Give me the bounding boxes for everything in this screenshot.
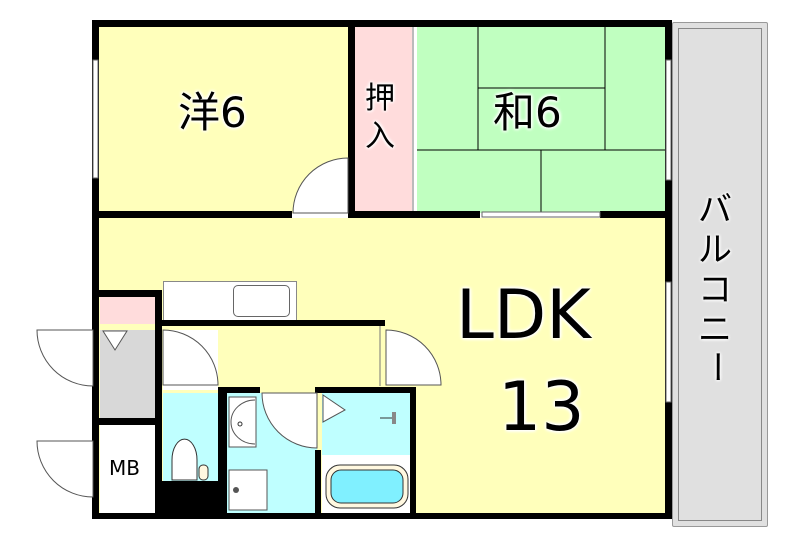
japanese-room <box>417 27 667 213</box>
meter-box-label: MB <box>109 456 140 480</box>
ldk-label: LDK <box>456 276 591 355</box>
balcony-char: ル <box>698 230 732 270</box>
balcony-label: バ ル コ ニ ー <box>695 190 735 384</box>
japanese-room-label: 和6 <box>493 88 562 137</box>
balcony-char: コ <box>698 270 732 310</box>
shoe-closet <box>100 297 156 324</box>
closet-label-line2: 入 <box>365 119 395 154</box>
balcony-inner-line <box>678 28 762 521</box>
balcony <box>672 22 768 527</box>
balcony-char: ニ <box>698 310 732 350</box>
closet <box>355 27 412 213</box>
ldk-size-label: 13 <box>498 368 585 447</box>
closet-label-line1: 押 <box>365 81 395 116</box>
pipe-space <box>160 481 222 515</box>
meter-box <box>100 425 157 513</box>
entrance <box>100 330 157 418</box>
balcony-char: ー <box>695 350 735 384</box>
western-room-label: 洋6 <box>178 88 247 137</box>
kitchen-sink <box>233 285 290 317</box>
balcony-char: バ <box>698 190 732 230</box>
